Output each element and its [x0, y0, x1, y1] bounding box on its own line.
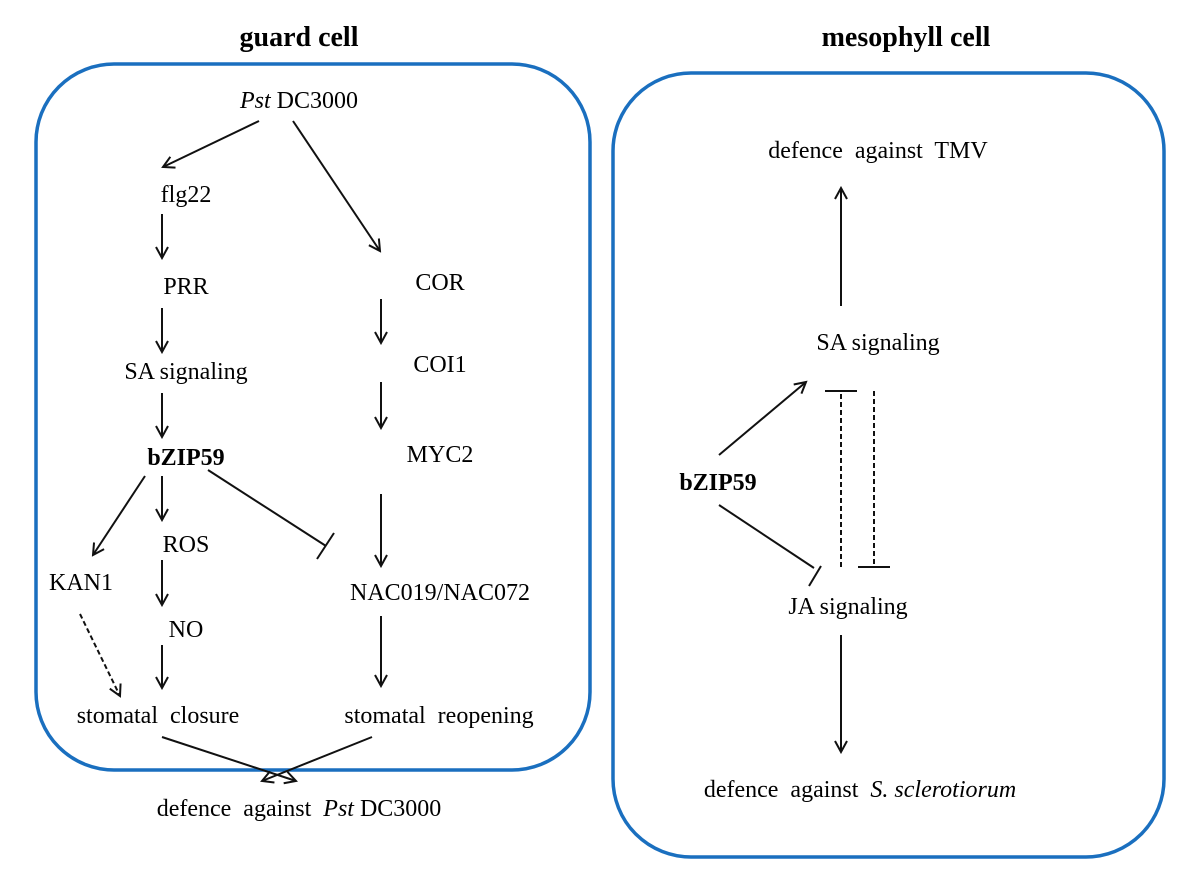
node-defence-tmv: defence against TMV [768, 138, 988, 164]
node-cor: COR [415, 270, 464, 296]
node-bzip59-mesophyll: bZIP59 [679, 470, 756, 496]
node-no: NO [169, 617, 204, 643]
edge-kan1-to-closure-dashed [79, 613, 120, 696]
node-coi1: COI1 [413, 352, 466, 378]
node-prr: PRR [163, 274, 208, 300]
inhibition-bar-nac [316, 532, 335, 560]
inhibition-bar-ja [808, 565, 822, 587]
edge-bzip59-to-kan1 [93, 475, 146, 555]
node-defence-pst: defence against Pst DC3000 [157, 796, 442, 822]
guard-cell-panel [34, 62, 592, 772]
node-stomatal-reopening: stomatal reopening [344, 703, 533, 729]
node-stomatal-closure: stomatal closure [77, 703, 240, 729]
mesophyll-cell-title: mesophyll cell [822, 22, 991, 53]
node-sa-signaling: SA signaling [124, 359, 247, 385]
edge-bzip59-inhibits-nac [207, 469, 327, 547]
mesophyll-cell-panel [611, 71, 1166, 859]
edge-pst-to-flg22 [163, 120, 260, 167]
node-ros: ROS [163, 532, 210, 558]
node-sa-signaling-mesophyll: SA signaling [816, 330, 939, 356]
node-pst-dc3000: Pst DC3000 [239, 88, 358, 114]
node-ja-signaling: JA signaling [788, 594, 907, 620]
edge-reopening-to-defence [262, 736, 373, 781]
node-myc2: MYC2 [407, 442, 474, 468]
node-bzip59: bZIP59 [147, 445, 224, 471]
node-nac019-nac072: NAC019/NAC072 [350, 580, 530, 606]
edge-bzip59-to-sa [718, 382, 806, 456]
node-defence-sclerotiorum: defence against S. sclerotiorum [704, 777, 1016, 803]
edge-bzip59-inhibits-ja [718, 504, 815, 569]
guard-cell-title: guard cell [240, 22, 359, 53]
edge-pst-to-cor [292, 120, 380, 251]
node-flg22: flg22 [161, 182, 212, 208]
node-kan1: KAN1 [49, 570, 113, 596]
